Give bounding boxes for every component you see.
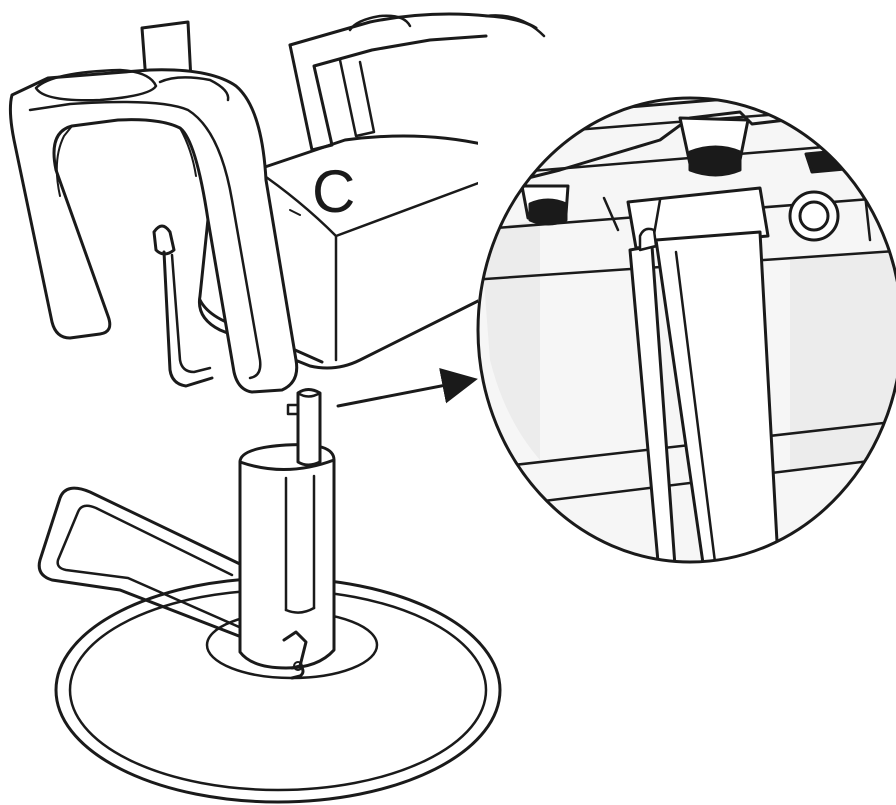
release-lever bbox=[152, 224, 214, 388]
pointer-arrow bbox=[336, 368, 478, 408]
step-label: C bbox=[312, 158, 355, 225]
hydraulic-pump bbox=[238, 443, 336, 671]
armrest-front bbox=[8, 68, 299, 394]
pump-shaft bbox=[286, 388, 322, 467]
magnified-detail bbox=[476, 40, 896, 564]
armrest-rear bbox=[288, 12, 546, 152]
